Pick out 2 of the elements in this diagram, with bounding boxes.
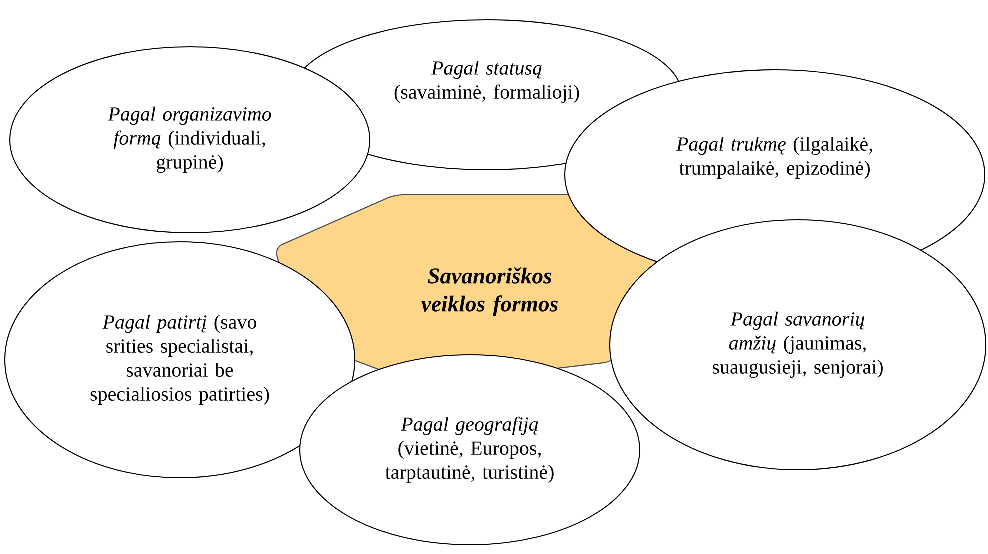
node-label: Pagal geografiją (vietinė, Europos, tarptautinė, turistinė): [386, 416, 554, 484]
node-label: Pagal savanorių amžių (jaunimas, suaugusieji, senjorai): [713, 312, 883, 378]
